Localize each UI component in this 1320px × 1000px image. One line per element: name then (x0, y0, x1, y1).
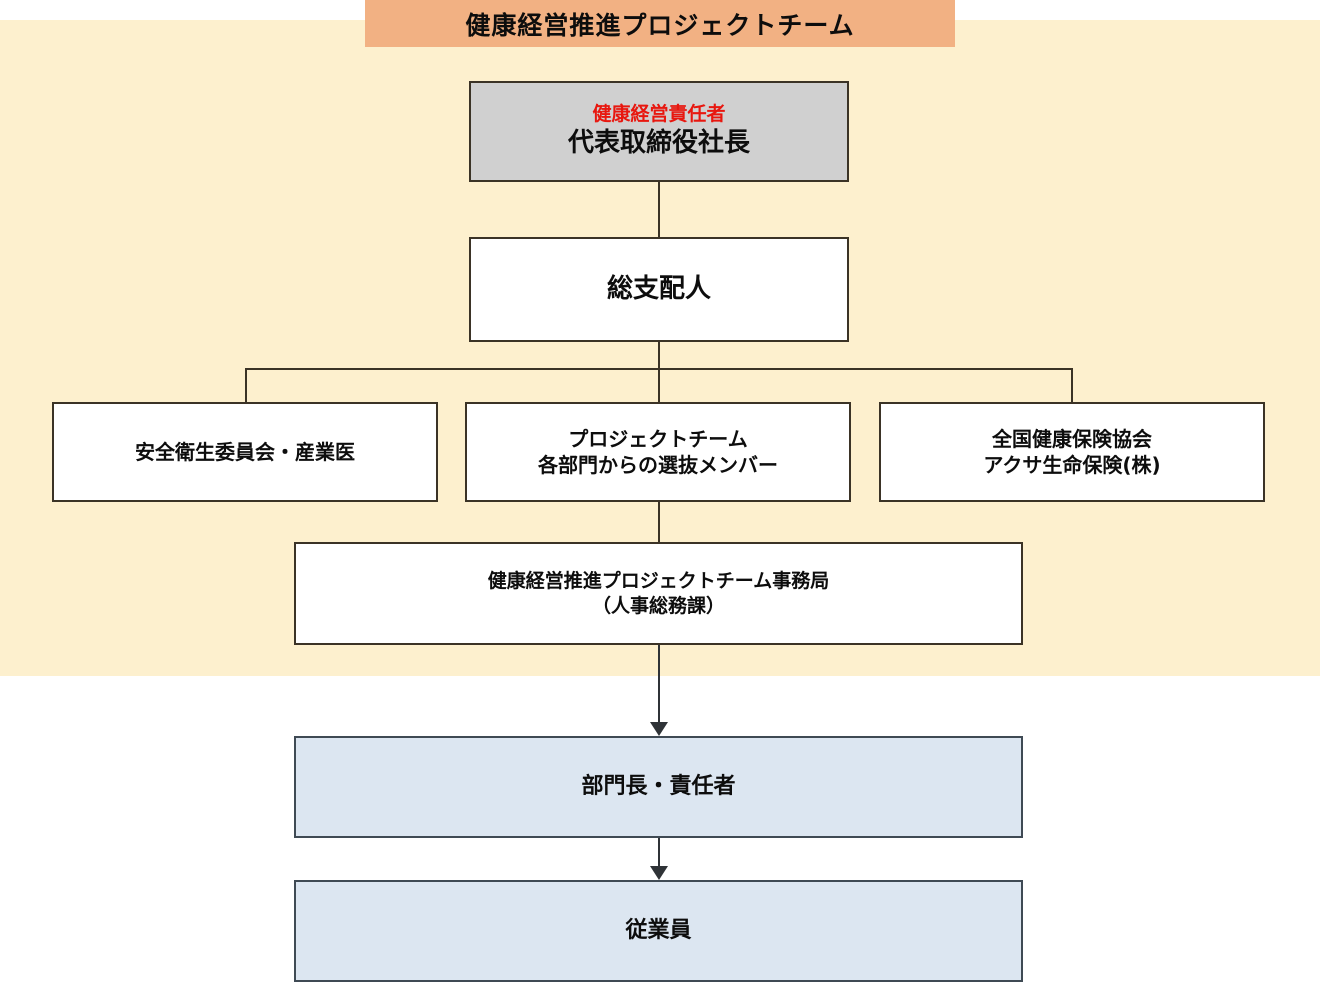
node-insurance-line2: アクサ生命保険(株) (983, 453, 1161, 477)
connector-department-heads-to-employees (658, 838, 660, 876)
diagram-title-text: 健康経営推進プロジェクトチーム (465, 10, 855, 40)
node-ceo-title: 代表取締役社長 (567, 127, 750, 158)
diagram-title-banner: 健康経営推進プロジェクトチーム (365, 0, 955, 47)
connector-project-team-to-secretariat (658, 502, 660, 542)
connector-general-manager-trunk (658, 341, 660, 368)
node-secretariat-line1: 健康経営推進プロジェクトチーム事務局 (487, 569, 830, 592)
node-secretariat-line2: （人事総務課） (591, 594, 725, 617)
connector-ceo-to-general-manager (658, 181, 660, 237)
node-safety-committee[interactable]: 安全衛生委員会・産業医 (52, 402, 438, 502)
node-insurance-line1: 全国健康保険協会 (992, 427, 1152, 451)
node-project-team-line1: プロジェクトチーム (568, 427, 748, 451)
node-insurance-partners[interactable]: 全国健康保険協会 アクサ生命保険(株) (879, 402, 1265, 502)
connector-secretariat-to-department-heads (658, 645, 660, 725)
node-general-manager-title: 総支配人 (606, 273, 711, 304)
node-ceo-role-label: 健康経営責任者 (592, 103, 726, 126)
node-safety-committee-title: 安全衛生委員会・産業医 (135, 440, 355, 464)
node-project-team-line2: 各部門からの選抜メンバー (538, 453, 778, 477)
arrowhead-to-employees (650, 866, 668, 880)
node-department-heads[interactable]: 部門長・責任者 (294, 736, 1023, 838)
connector-branch-to-safety-committee (245, 368, 247, 402)
node-employees-title: 従業員 (625, 917, 692, 943)
node-project-team[interactable]: プロジェクトチーム 各部門からの選抜メンバー (465, 402, 851, 502)
node-secretariat[interactable]: 健康経営推進プロジェクトチーム事務局 （人事総務課） (294, 542, 1023, 645)
node-general-manager[interactable]: 総支配人 (469, 237, 849, 342)
node-ceo[interactable]: 健康経営責任者 代表取締役社長 (469, 81, 849, 182)
arrowhead-to-department-heads (650, 722, 668, 736)
node-employees[interactable]: 従業員 (294, 880, 1023, 982)
node-department-heads-title: 部門長・責任者 (581, 773, 736, 799)
connector-branch-to-insurance (1071, 368, 1073, 402)
connector-branch-to-project-team (658, 368, 660, 402)
